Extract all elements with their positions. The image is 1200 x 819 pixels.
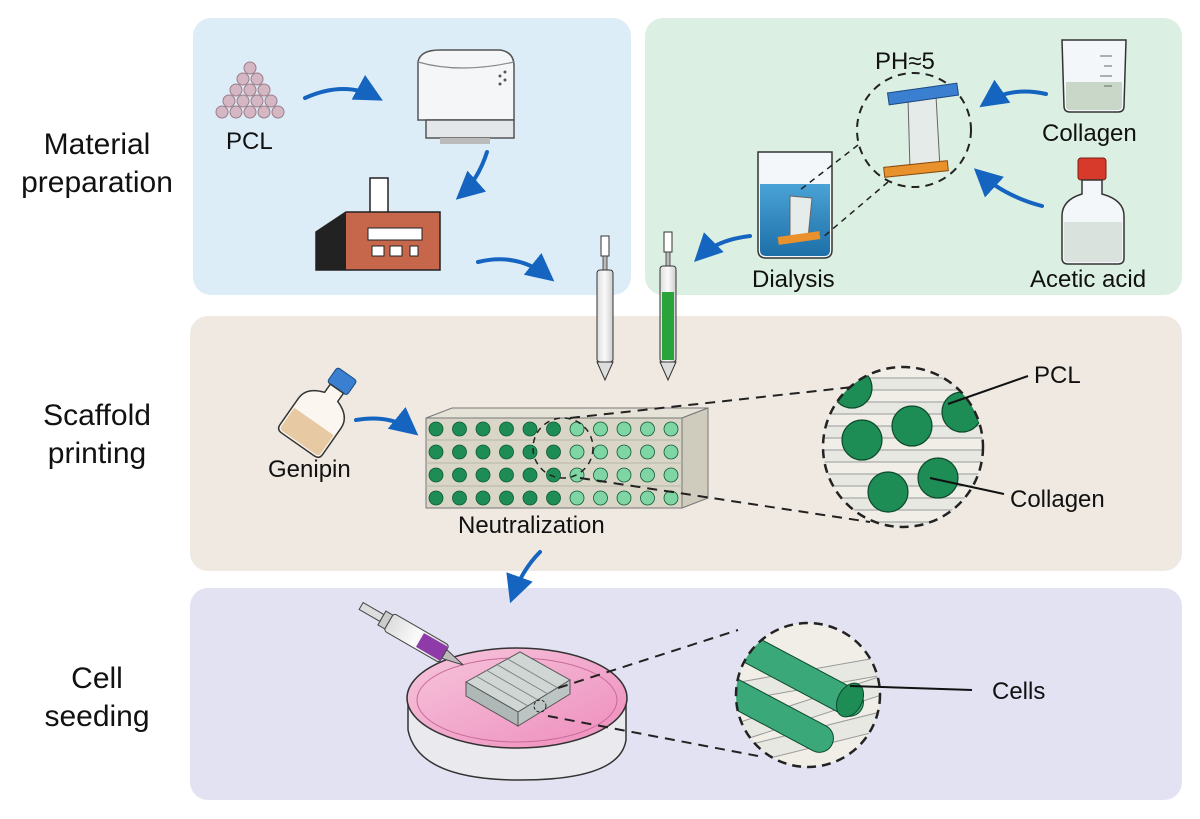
pcl-pellets-icon [215,61,285,119]
mixer-machine-icon [417,49,515,144]
dialysis-beaker-icon [757,151,833,259]
material-left-panel [193,18,631,295]
dialysis-flow-arrows [694,79,1048,262]
acetic-acid-bottle-icon [1061,157,1125,265]
seeding-arrow [506,550,542,604]
genipin-arrow [354,406,419,436]
row-label-line2: preparation [21,166,173,199]
cells-zoom [547,621,973,769]
row-label-line2: seeding [44,700,150,733]
label-dialysis: Dialysis [752,266,835,293]
collagen-beaker-icon [1061,39,1127,113]
material-flow-arrows [303,74,555,282]
label-acetic-acid: Acetic acid [1030,266,1147,293]
row-label-line1: Material [43,128,151,161]
row-label-line1: Scaffold [43,399,151,432]
petri-dish-icon [406,647,628,781]
label-zoom-collagen: Collagen [1010,486,1105,513]
scaffold-collagen-strands [428,421,679,506]
genipin-bottle-icon [277,367,357,459]
label-collagen-beaker: Collagen [1042,120,1137,147]
collagen-syringe-icon [659,231,677,382]
scaffold-block [425,407,709,509]
row-label-material: Material preparation [7,126,187,202]
label-neutralization: Neutralization [458,512,605,539]
row-label-line1: Cell [71,662,123,695]
dialysis-bag-zoom [799,72,972,239]
label-genipin: Genipin [268,456,351,483]
row-label-cell: Cell seeding [7,660,187,736]
label-zoom-pcl: PCL [1034,362,1081,389]
extruder-machine-icon [315,177,441,271]
row-label-line2: printing [47,437,147,470]
label-pcl-powder: PCL [226,128,273,155]
label-cells: Cells [992,678,1046,705]
pcl-syringe-icon [596,235,614,382]
seeding-syringe-icon [358,601,464,666]
label-ph: PH≈5 [875,48,935,75]
row-label-scaffold: Scaffold printing [7,397,187,473]
